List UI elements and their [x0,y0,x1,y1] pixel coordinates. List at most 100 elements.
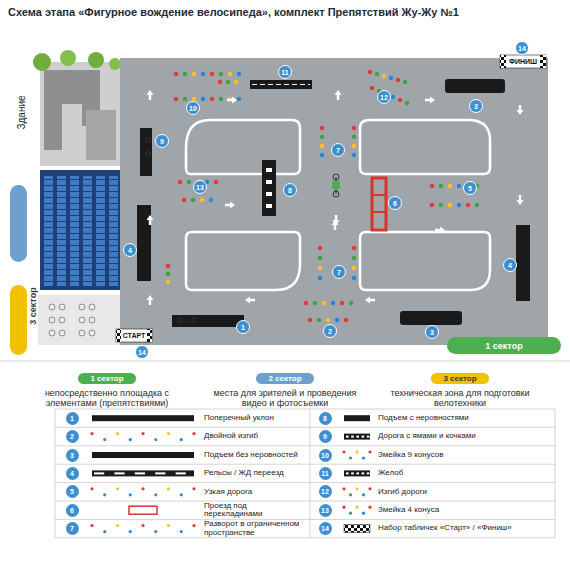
cone [457,203,461,207]
table-icon [344,415,370,421]
map-shape [146,152,151,157]
table-line [55,445,555,446]
map-shape [116,329,121,342]
table-number: 2 [66,430,79,443]
map-shape [44,176,53,286]
callout-number: 14 [515,41,529,55]
cone [352,246,356,250]
table-icon [192,487,195,490]
callout-number: 2 [323,324,337,338]
table-icon [356,436,359,438]
direction-arrow [227,97,237,104]
map-shape [40,62,120,166]
map-shape [49,304,95,336]
table-icon [344,525,370,533]
direction-arrow [425,97,435,104]
cone [174,97,178,101]
cone [183,97,187,101]
callout-number: 14 [135,345,149,359]
sign-text: ФИНИШ [508,58,538,65]
map-shape [266,168,272,208]
table-icon [362,472,365,474]
callout-number: 3 [425,325,439,339]
table-icon [362,493,365,496]
map-shape [59,330,65,336]
table-cell: Желоб [378,464,550,482]
cone [352,256,356,260]
table-icon [362,436,365,438]
table-icon [351,436,354,438]
callout-number: 13 [193,180,207,194]
sector-description: техническая зона для подготовки велотехн… [390,388,530,409]
table-icon [141,487,144,490]
sector-band: 3 сектортехническая зона для подготовки … [390,367,530,409]
table-icon [368,450,371,453]
table-icon [192,432,195,435]
table-cell: Поперечный уклон [204,409,304,427]
table-cell: Проезд под перекладинами [204,501,304,519]
table-icon [90,524,93,527]
table-icon [103,438,106,441]
sector-label: 3 сектор [27,288,37,325]
table-icon [355,450,358,453]
table-icon [155,472,165,474]
table-cell: Двойной изгиб [204,427,304,445]
cone [352,126,356,130]
table-icon [129,493,132,496]
cone [209,198,213,202]
map-shape [70,176,79,286]
map-shape [360,232,490,290]
table-icon [355,506,358,509]
map-shape [116,329,152,342]
cone [200,198,204,202]
table-icon [92,470,194,476]
direction-arrow [517,195,524,205]
cone [352,135,356,139]
cone [201,72,205,76]
cone [439,203,443,207]
map-shape [86,110,116,160]
direction-arrow [147,295,154,305]
table-icon [342,450,345,453]
cone [218,80,222,84]
direction-arrow [435,227,445,234]
cone [192,72,196,76]
cone [237,72,241,76]
map-shape [109,176,118,286]
map-shape [147,329,152,342]
table-number: 10 [319,449,332,462]
cone [375,72,379,76]
map-shape [186,232,300,290]
table-icon [129,506,157,514]
table-line [55,501,555,502]
sector-pill: 2 сектор [256,373,313,384]
map-shape [109,58,121,70]
callout-number: 8 [283,183,297,197]
cone [318,246,322,250]
cone [391,95,395,99]
cone [349,301,353,305]
map-shape [372,178,386,230]
cone [340,301,344,305]
table-icon [362,456,365,459]
table-icon [135,472,145,474]
map-shape [250,80,312,89]
map-shape [55,409,555,538]
table-icon [342,506,345,509]
cone [320,135,324,139]
map-shape [266,192,272,196]
cone [313,301,317,305]
table-cell: Змейка 9 конусов [378,446,550,464]
table-icon [342,487,345,490]
table-number: 12 [319,485,332,498]
callout-number: 5 [463,181,477,195]
cone [352,276,356,280]
table-cell: Разворот в ограниченном пространстве [204,519,304,537]
direction-arrow [225,202,235,209]
table-icon [355,487,358,490]
table-icon [367,472,370,474]
table-cell: Подъем с неровностями [378,409,550,427]
table-icon [129,530,132,533]
map-shape [88,52,104,68]
sector-label: 2 сектор [27,191,37,228]
